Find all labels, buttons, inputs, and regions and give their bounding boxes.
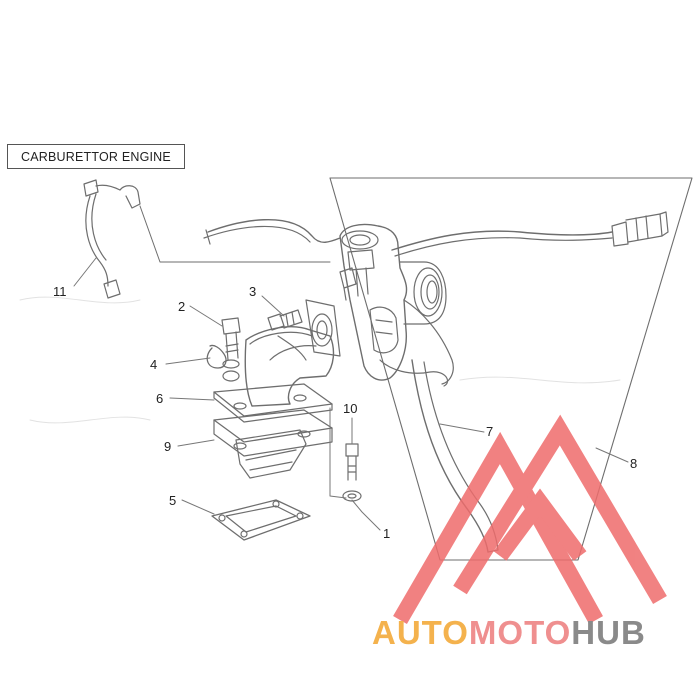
bolt-2 bbox=[221, 317, 241, 382]
connector bbox=[611, 211, 669, 247]
callout-5: 5 bbox=[169, 493, 177, 508]
gasket-5 bbox=[211, 499, 311, 541]
section-title: CARBURETTOR ENGINE bbox=[7, 144, 185, 169]
watermark-logo bbox=[393, 414, 667, 625]
intake-manifold bbox=[244, 299, 341, 407]
reed-valve-9 bbox=[213, 409, 333, 479]
gasket-6 bbox=[213, 383, 333, 423]
choke-wire bbox=[391, 230, 613, 251]
brand-part-hub: HUB bbox=[571, 614, 646, 651]
clip bbox=[206, 344, 227, 369]
callout-4: 4 bbox=[150, 357, 158, 372]
callout-3: 3 bbox=[249, 284, 257, 299]
callout-6: 6 bbox=[156, 391, 164, 406]
watermark-brand: AUTOMOTOHUB bbox=[372, 616, 646, 649]
leader-lines bbox=[73, 257, 629, 531]
throttle-cable bbox=[207, 218, 341, 243]
callout-10: 10 bbox=[343, 401, 358, 416]
brand-part-auto: AUTO bbox=[372, 614, 469, 651]
brand-part-moto: MOTO bbox=[468, 614, 572, 651]
carburettor bbox=[339, 223, 454, 387]
bolt-10 bbox=[342, 443, 362, 502]
callout-2: 2 bbox=[178, 299, 186, 314]
callout-1: 1 bbox=[383, 526, 391, 541]
callout-7: 7 bbox=[486, 424, 494, 439]
callout-8: 8 bbox=[630, 456, 638, 471]
callout-9: 9 bbox=[164, 439, 172, 454]
bolt-3 bbox=[267, 309, 303, 331]
wire-harness-11 bbox=[83, 179, 141, 299]
kit-outline bbox=[329, 177, 693, 561]
callout-11: 11 bbox=[53, 284, 67, 299]
